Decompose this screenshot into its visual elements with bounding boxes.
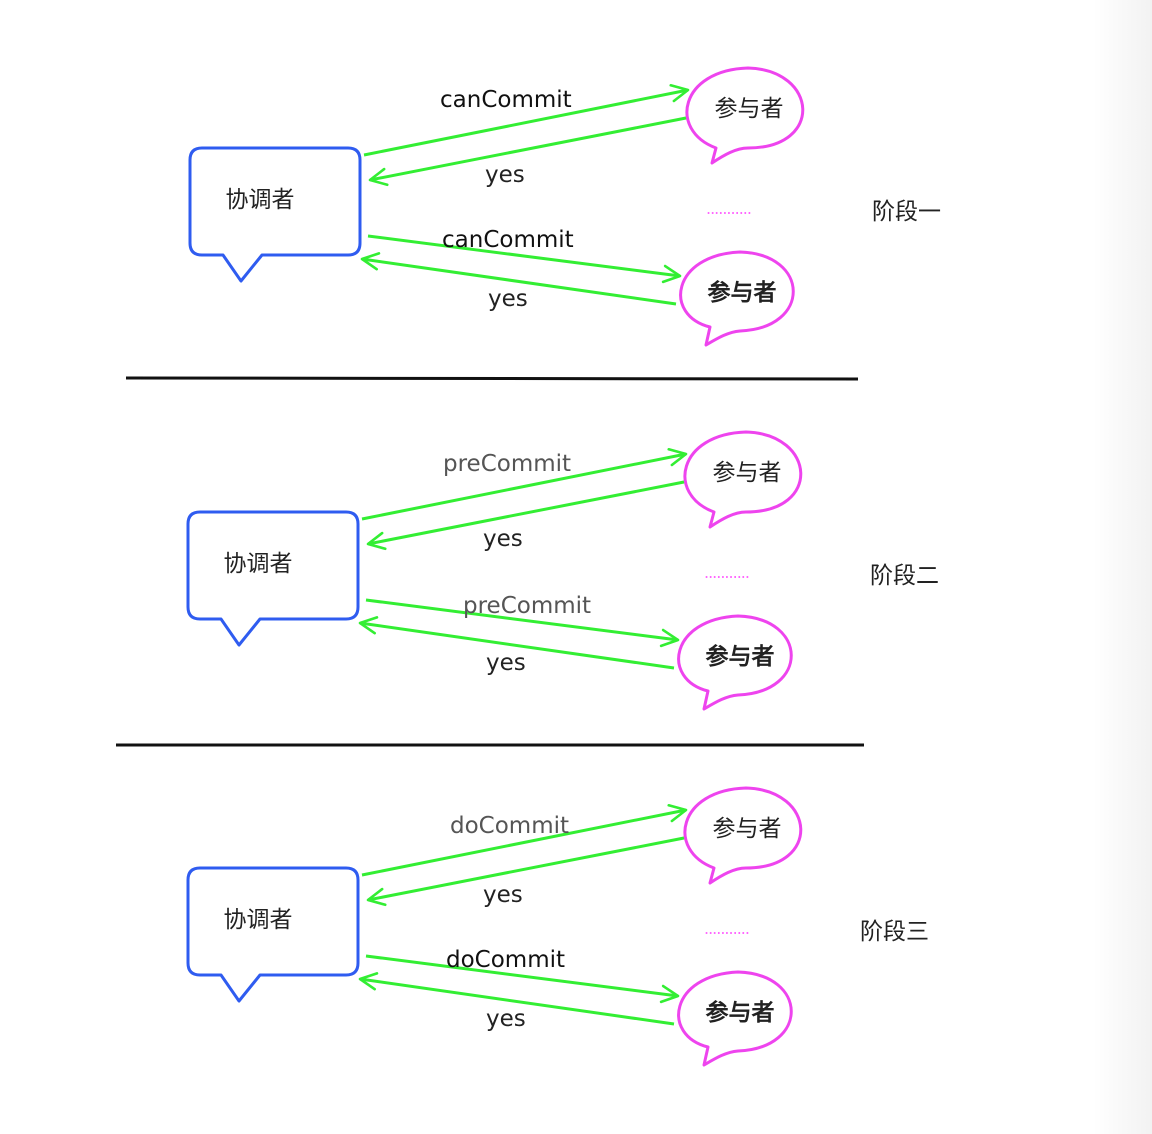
participant-label: 参与者 xyxy=(715,96,784,122)
page-edge-shadow xyxy=(1092,0,1152,1134)
request-arrow xyxy=(361,804,688,877)
response-label: yes xyxy=(488,286,528,312)
coordinator-bubble xyxy=(186,866,360,1003)
request-label: canCommit xyxy=(442,227,574,253)
response-arrow xyxy=(358,616,675,670)
response-label: yes xyxy=(483,526,523,552)
response-label: yes xyxy=(483,882,523,908)
participant-bubble xyxy=(677,614,793,711)
stage-2: 协调者 参与者 参与者 preCommit yes preCommit yes … xyxy=(186,430,939,711)
participants-ellipsis: ........... xyxy=(706,199,751,218)
participant-label: 参与者 xyxy=(713,816,782,842)
request-arrow xyxy=(363,84,690,157)
coordinator-label: 协调者 xyxy=(224,551,293,577)
participant-bubble xyxy=(683,430,803,529)
response-arrow xyxy=(360,252,677,306)
participant-label: 参与者 xyxy=(708,279,777,306)
response-label: yes xyxy=(486,650,526,676)
request-arrow xyxy=(361,448,688,521)
stage-3: 协调者 参与者 参与者 doCommit yes doCommit yes ..… xyxy=(186,786,929,1067)
request-label: preCommit xyxy=(443,451,571,477)
participants-ellipsis: ........... xyxy=(704,919,749,938)
response-label: yes xyxy=(486,1006,526,1032)
coordinator-label: 协调者 xyxy=(226,187,295,213)
participant-bubble xyxy=(677,970,793,1067)
request-label: doCommit xyxy=(446,947,565,973)
participant-label: 参与者 xyxy=(706,999,775,1026)
stage-label: 阶段三 xyxy=(860,919,929,945)
participant-label: 参与者 xyxy=(713,460,782,486)
request-arrow xyxy=(365,954,680,1004)
participant-bubble xyxy=(679,250,795,347)
response-arrow xyxy=(358,972,675,1026)
request-arrow xyxy=(367,234,682,284)
response-arrow xyxy=(368,116,687,187)
request-label: canCommit xyxy=(440,87,572,113)
stage-1: 协调者 参与者 参与者 canCommit yes canCommit yes … xyxy=(188,66,941,347)
response-arrow xyxy=(366,836,685,907)
coordinator-bubble xyxy=(186,510,360,647)
coordinator-bubble xyxy=(188,146,362,283)
stage-divider xyxy=(125,376,859,381)
request-label: doCommit xyxy=(450,813,569,839)
coordinator-label: 协调者 xyxy=(224,907,293,933)
response-arrow xyxy=(366,480,685,551)
response-label: yes xyxy=(485,162,525,188)
participants-ellipsis: ........... xyxy=(704,563,749,582)
request-label: preCommit xyxy=(463,593,591,619)
participant-bubble xyxy=(685,66,805,165)
stage-label: 阶段二 xyxy=(870,563,939,589)
stage-label: 阶段一 xyxy=(872,199,941,225)
request-arrow xyxy=(365,598,680,648)
participant-bubble xyxy=(683,786,803,885)
participant-label: 参与者 xyxy=(706,643,775,670)
